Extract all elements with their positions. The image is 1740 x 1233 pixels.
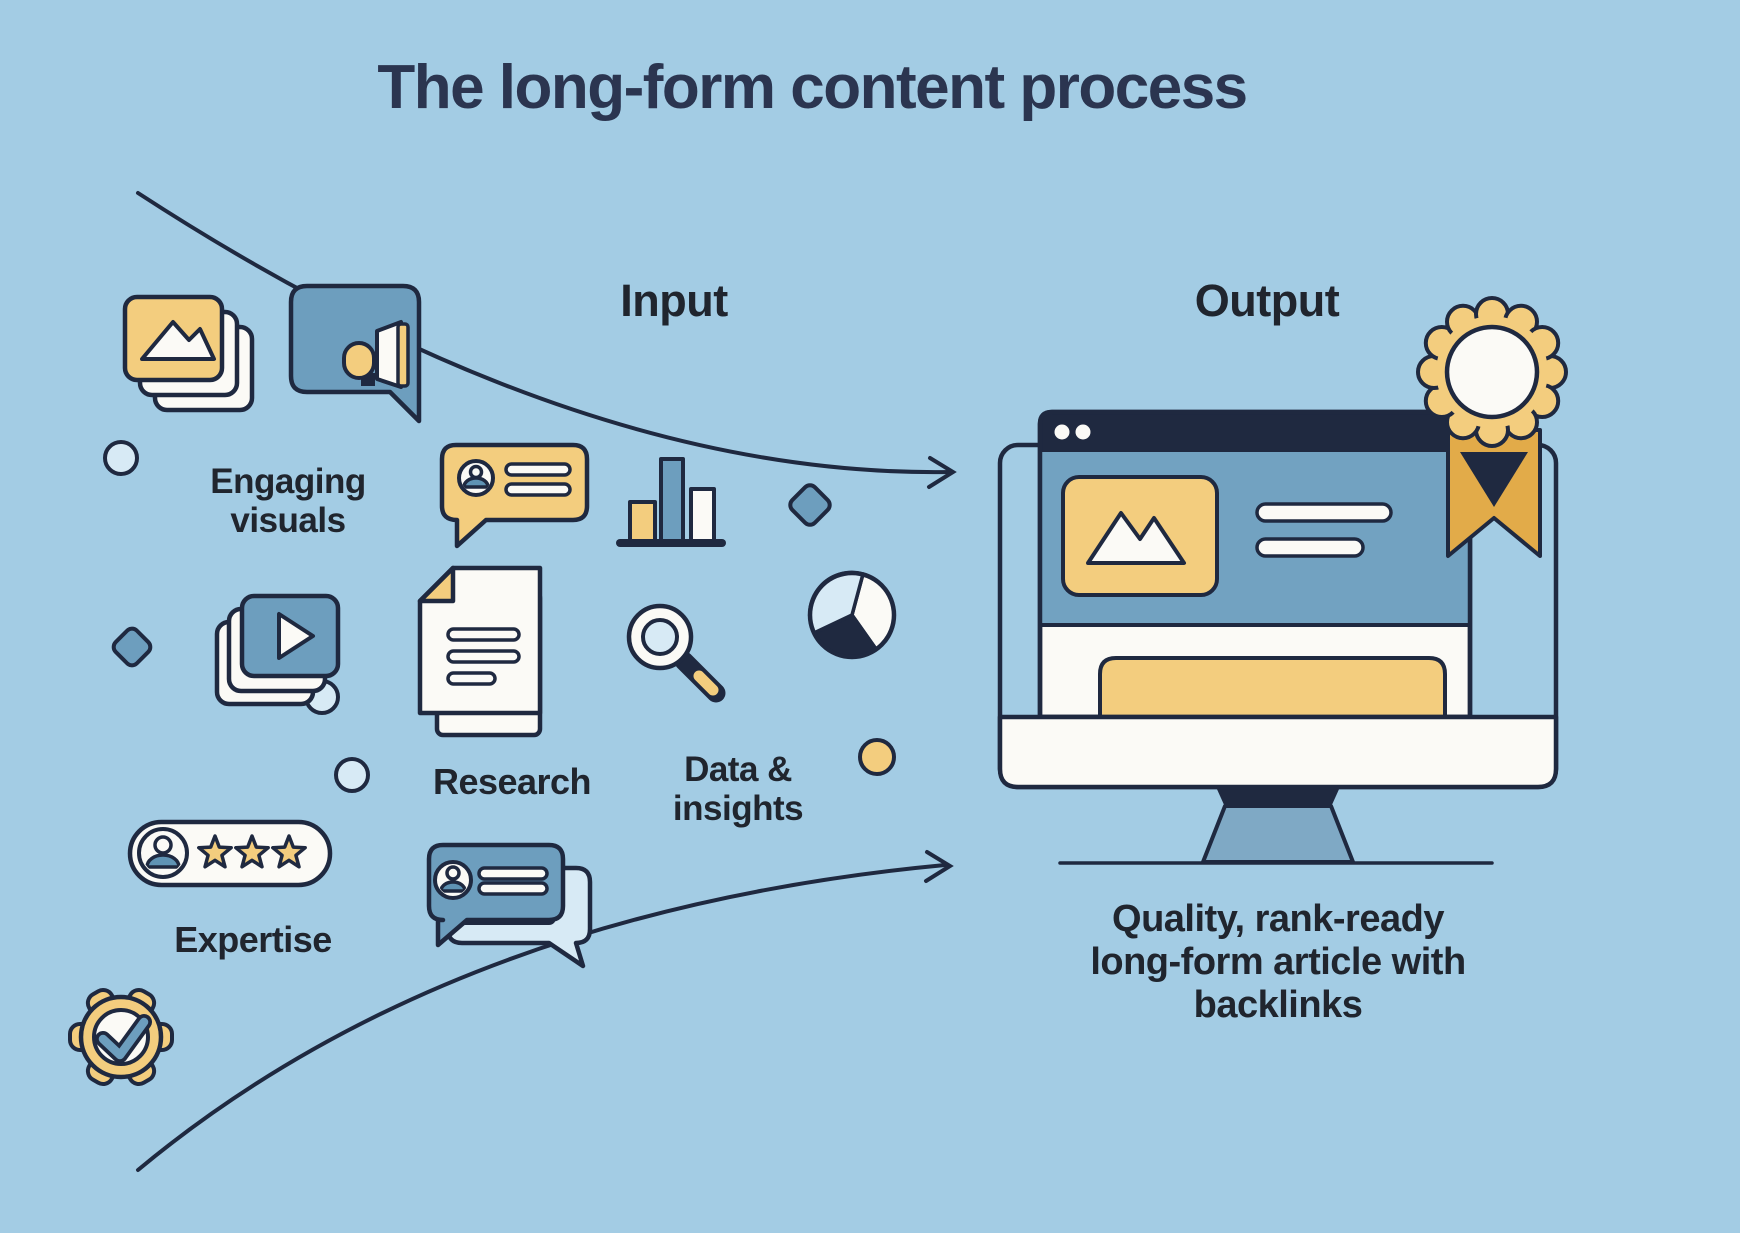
label-data-insights: Data & insights <box>672 750 804 829</box>
monitor-browser-icon <box>997 409 1559 865</box>
chat-bubbles-icon <box>426 842 593 969</box>
page-title: The long-form content process <box>377 53 1248 122</box>
content-block <box>1098 656 1447 719</box>
text-line <box>1255 502 1393 523</box>
deco-circle-icon <box>334 757 370 793</box>
bar-chart-icon <box>616 457 726 547</box>
document-stack-icon <box>417 565 543 738</box>
article-image-icon <box>1061 475 1219 597</box>
browser-titlebar <box>1040 412 1470 452</box>
text-line <box>1255 537 1365 558</box>
flow-arrow-bottom <box>136 850 954 1172</box>
video-stack-icon <box>214 593 341 707</box>
deco-dot-icon <box>858 738 896 776</box>
magnifier-icon <box>626 603 726 703</box>
monitor-stand <box>1201 804 1355 864</box>
testimonial-bubble-icon <box>439 442 590 549</box>
monitor-bezel <box>997 714 1559 790</box>
award-ribbon-icon <box>1416 296 1568 558</box>
monitor-stand-cap <box>1216 787 1340 807</box>
window-dot-icon <box>1075 424 1091 440</box>
label-engaging-visuals: Engaging visuals <box>210 462 366 541</box>
output-caption: Quality, rank-ready long-form article wi… <box>1090 898 1466 1026</box>
deco-diamond-icon <box>788 483 832 527</box>
rating-badge-icon <box>127 819 333 888</box>
input-section-label: Input <box>620 275 728 326</box>
output-section-label: Output <box>1194 275 1340 326</box>
flow-arrow-top <box>136 191 957 489</box>
megaphone-bubble-icon <box>288 283 422 424</box>
deco-circle-icon <box>103 440 139 476</box>
label-research: Research <box>432 761 592 802</box>
pie-chart-icon <box>807 570 897 660</box>
image-stack-icon <box>122 294 255 413</box>
label-expertise: Expertise <box>174 919 332 960</box>
deco-diamond-icon <box>111 626 153 668</box>
gear-check-icon <box>68 987 174 1087</box>
window-dot-icon <box>1054 424 1070 440</box>
